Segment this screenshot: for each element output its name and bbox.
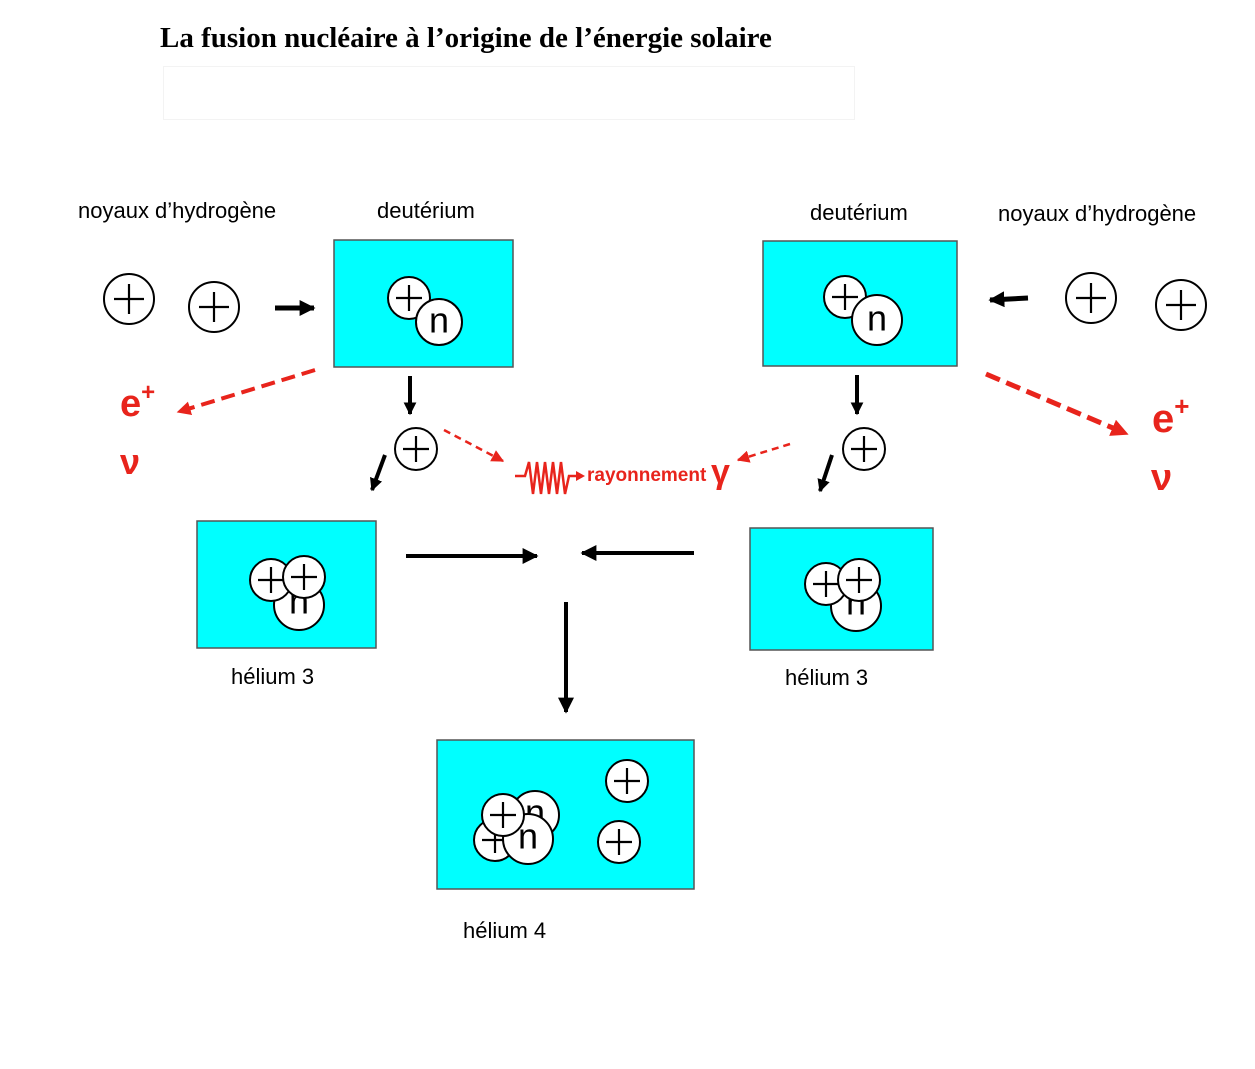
arrow-icon <box>988 291 1029 308</box>
emission-arrow-icon <box>985 371 1129 437</box>
deuterium-box-left: n <box>333 239 514 368</box>
neutron-icon: n <box>851 294 903 346</box>
neutrino-label-right: ν <box>1151 457 1172 499</box>
helium3-box-left: n <box>196 520 377 649</box>
proton-icon <box>604 758 650 804</box>
positron-label-left: e+ <box>120 379 155 425</box>
proton-icon <box>841 426 887 472</box>
proton-icon <box>187 280 241 334</box>
emission-arrow-icon <box>176 368 316 415</box>
helium3-label-right: hélium 3 <box>785 665 868 690</box>
page-title: La fusion nucléaire à l’origine de l’éne… <box>160 22 772 54</box>
gamma-label: γ <box>711 453 730 491</box>
deuterium-box-right: n <box>762 240 958 367</box>
helium4-box: n n <box>436 739 695 890</box>
proton-icon <box>1064 271 1118 325</box>
svg-text:n: n <box>867 298 887 339</box>
proton-icon <box>480 792 526 838</box>
positron-label-right: e+ <box>1152 391 1189 441</box>
helium4-label: hélium 4 <box>463 918 546 943</box>
neutrino-label-left: ν <box>120 441 140 482</box>
svg-text:n: n <box>518 816 538 857</box>
gamma-arrow-icon <box>443 428 505 463</box>
proton-icon <box>281 554 327 600</box>
proton-icon <box>836 557 882 603</box>
neutron-icon: n <box>415 298 463 346</box>
zigzag-wave-icon <box>515 461 585 495</box>
radiation-label: rayonnement <box>587 465 707 486</box>
hydrogen-label-left: noyaux d’hydrogène <box>78 198 276 223</box>
hydrogen-label-right: noyaux d’hydrogène <box>998 201 1196 226</box>
title-placeholder-box <box>163 66 855 120</box>
proton-icon <box>596 819 642 865</box>
proton-icon <box>102 272 156 326</box>
proton-icon <box>393 426 439 472</box>
svg-text:n: n <box>429 300 449 341</box>
proton-icon <box>1154 278 1208 332</box>
deuterium-label-right: deutérium <box>810 200 908 225</box>
arrow-icon <box>370 454 387 492</box>
helium3-box-right: n <box>749 527 934 651</box>
arrow-icon <box>817 454 834 493</box>
gamma-arrow-icon <box>736 442 791 463</box>
deuterium-label-left: deutérium <box>377 198 475 223</box>
helium3-label-left: hélium 3 <box>231 664 314 689</box>
